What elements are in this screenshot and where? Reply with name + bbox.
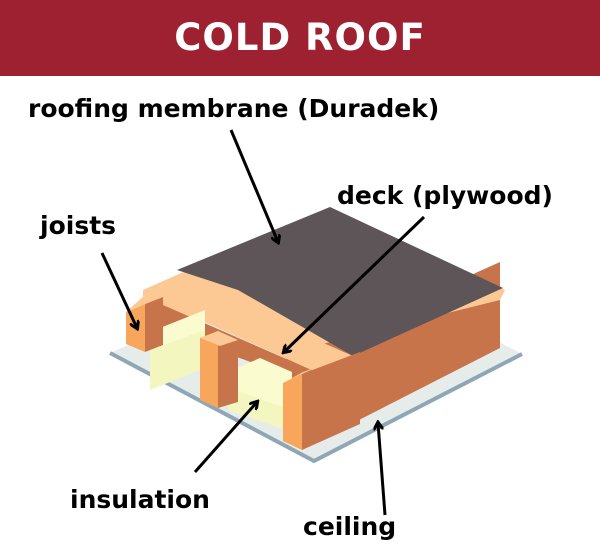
label-joists: joists	[40, 211, 117, 240]
cutaway-section	[126, 279, 360, 450]
joist-front	[283, 374, 302, 450]
label-insulation: insulation	[70, 485, 210, 514]
arrow-deck	[284, 215, 426, 352]
arrow-joists	[100, 252, 137, 328]
joist-middle	[200, 331, 218, 408]
arrow-insulation	[193, 402, 257, 473]
arrow-membrane	[229, 129, 278, 242]
roofing-membrane	[177, 207, 503, 356]
label-ceiling: ceiling	[303, 512, 397, 541]
arrow-ceiling	[378, 423, 387, 516]
callout-arrows	[100, 129, 426, 516]
page-title: COLD ROOF	[174, 15, 426, 59]
label-roofing-membrane: roofing membrane (Duradek)	[28, 94, 440, 123]
label-deck: deck (plywood)	[337, 181, 553, 210]
title-banner: COLD ROOF	[0, 0, 600, 76]
